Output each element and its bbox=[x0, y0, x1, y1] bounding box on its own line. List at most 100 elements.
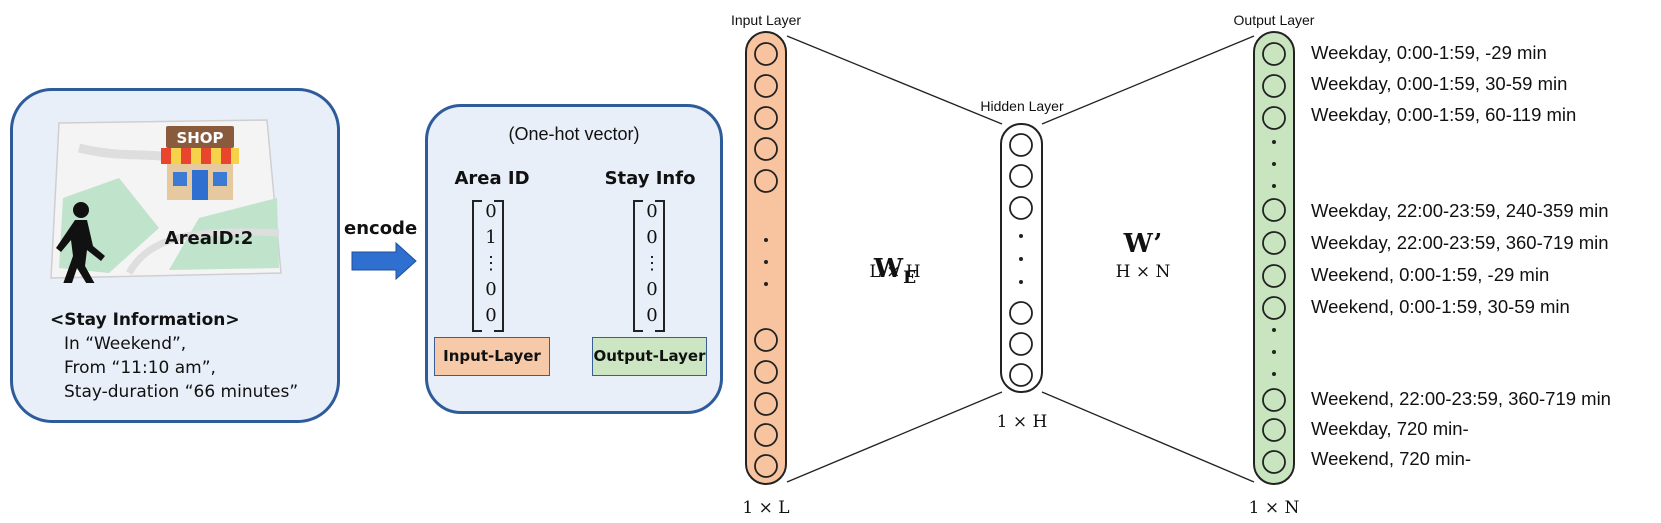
input-layer-bar bbox=[745, 31, 787, 485]
output-neuron bbox=[1262, 106, 1286, 130]
output-label: Weekend, 720 min- bbox=[1311, 448, 1472, 469]
vector-entry: 0 bbox=[646, 201, 658, 222]
encode-arrow-icon bbox=[351, 242, 417, 280]
area-map-image: SHOP AreaID:2 bbox=[50, 119, 282, 283]
input-layer-dim: 1 × L bbox=[742, 498, 790, 518]
stay-duration-line: Stay-duration “66 minutes” bbox=[64, 382, 299, 402]
hidden-neuron bbox=[1009, 164, 1033, 188]
input-neuron bbox=[754, 360, 778, 384]
input-layer-tag: Input-Layer bbox=[434, 337, 550, 376]
ellipsis-dot bbox=[764, 238, 768, 242]
vector-entry: 0 bbox=[646, 227, 658, 248]
ellipsis-dot bbox=[1019, 257, 1023, 261]
vector-entry: ⋮ bbox=[482, 253, 500, 274]
connection-line bbox=[1041, 391, 1255, 483]
shop-sign-text: SHOP bbox=[176, 129, 223, 147]
ellipsis-dot bbox=[1272, 140, 1276, 144]
stay-vector-left-bracket bbox=[633, 200, 643, 332]
ellipsis-dot bbox=[1272, 328, 1276, 332]
ellipsis-dot bbox=[1272, 184, 1276, 188]
stay-vector-right-bracket bbox=[655, 200, 665, 332]
output-label: Weekday, 0:00-1:59, 60-119 min bbox=[1311, 104, 1577, 125]
encoder-weight-symbol: W bbox=[873, 254, 904, 284]
decoder-weight-dim: H × N bbox=[1115, 262, 1171, 282]
output-neuron bbox=[1262, 450, 1286, 474]
area-id-vector: 0 1 ⋮ 0 0 bbox=[476, 199, 506, 329]
output-neuron bbox=[1262, 42, 1286, 66]
ellipsis-dot bbox=[764, 282, 768, 286]
shop-icon: SHOP bbox=[161, 126, 239, 200]
area-vector-left-bracket bbox=[472, 200, 482, 332]
ellipsis-dot bbox=[764, 260, 768, 264]
input-neuron bbox=[754, 137, 778, 161]
output-label: Weekday, 0:00-1:59, 30-59 min bbox=[1311, 73, 1568, 94]
output-label: Weekend, 0:00-1:59, 30-59 min bbox=[1311, 296, 1570, 317]
output-layer-tag: Output-Layer bbox=[592, 337, 707, 376]
connection-line bbox=[786, 35, 1003, 125]
output-neuron bbox=[1262, 231, 1286, 255]
hidden-neuron bbox=[1009, 133, 1033, 157]
encoder-weight-subscript: E bbox=[903, 268, 917, 289]
input-neuron bbox=[754, 454, 778, 478]
hidden-neuron bbox=[1009, 363, 1033, 387]
ellipsis-dot bbox=[1272, 162, 1276, 166]
hidden-layer-title: Hidden Layer bbox=[980, 98, 1064, 114]
output-label: Weekend, 22:00-23:59, 360-719 min bbox=[1311, 388, 1611, 409]
vector-entry: 1 bbox=[485, 227, 497, 248]
input-neuron bbox=[754, 392, 778, 416]
stay-information-text: <Stay Information> In “Weekend”, From “1… bbox=[50, 308, 298, 404]
onehot-title: (One-hot vector) bbox=[508, 124, 640, 144]
ellipsis-dot bbox=[1272, 372, 1276, 376]
vector-entry: 0 bbox=[646, 305, 658, 326]
ellipsis-dot bbox=[1272, 350, 1276, 354]
decoder-weight-label: W’ bbox=[1123, 229, 1163, 259]
output-layer-dim: 1 × N bbox=[1248, 498, 1300, 518]
output-neuron bbox=[1262, 264, 1286, 288]
output-neuron bbox=[1262, 388, 1286, 412]
input-neuron bbox=[754, 423, 778, 447]
vector-entry: 0 bbox=[485, 201, 497, 222]
hidden-layer-dim: 1 × H bbox=[996, 412, 1048, 432]
input-neuron bbox=[754, 328, 778, 352]
input-layer-title: Input Layer bbox=[730, 12, 802, 28]
output-label: Weekday, 720 min- bbox=[1311, 418, 1469, 439]
output-neuron bbox=[1262, 418, 1286, 442]
area-id-label: AreaID:2 bbox=[165, 228, 254, 249]
connection-line bbox=[1041, 35, 1255, 125]
encoder-weight-dim: L × H bbox=[869, 262, 921, 282]
output-label: Weekend, 0:00-1:59, -29 min bbox=[1311, 264, 1550, 285]
output-neuron bbox=[1262, 74, 1286, 98]
ellipsis-dot bbox=[1019, 280, 1023, 284]
output-label: Weekday, 22:00-23:59, 240-359 min bbox=[1311, 200, 1609, 221]
output-neuron bbox=[1262, 198, 1286, 222]
encode-label: encode bbox=[344, 218, 418, 239]
stay-information-heading: <Stay Information> bbox=[50, 310, 240, 330]
walking-person-icon bbox=[56, 202, 105, 283]
output-neuron bbox=[1262, 296, 1286, 320]
vector-entry: 0 bbox=[646, 279, 658, 300]
vector-entry: 0 bbox=[485, 305, 497, 326]
output-label: Weekday, 0:00-1:59, -29 min bbox=[1311, 42, 1547, 63]
encoder-weight-label: WE bbox=[860, 254, 930, 288]
area-vector-right-bracket bbox=[494, 200, 504, 332]
output-label: Weekday, 22:00-23:59, 360-719 min bbox=[1311, 232, 1609, 253]
stay-time-line: From “11:10 am”, bbox=[64, 358, 216, 378]
output-layer-bar bbox=[1253, 31, 1295, 485]
hidden-neuron bbox=[1009, 332, 1033, 356]
input-neuron bbox=[754, 42, 778, 66]
connection-line bbox=[786, 391, 1003, 483]
hidden-neuron bbox=[1009, 301, 1033, 325]
area-id-title: Area ID bbox=[454, 168, 530, 189]
vector-entry: 0 bbox=[485, 279, 497, 300]
output-layer-title: Output Layer bbox=[1233, 12, 1315, 28]
hidden-neuron bbox=[1009, 196, 1033, 220]
stay-info-title: Stay Info bbox=[604, 168, 696, 189]
ellipsis-dot bbox=[1019, 234, 1023, 238]
input-neuron bbox=[754, 74, 778, 98]
input-neuron bbox=[754, 106, 778, 130]
input-neuron bbox=[754, 169, 778, 193]
vector-entry: ⋮ bbox=[643, 253, 661, 274]
stay-info-vector: 0 0 ⋮ 0 0 bbox=[637, 199, 667, 329]
stay-day-line: In “Weekend”, bbox=[64, 334, 187, 354]
